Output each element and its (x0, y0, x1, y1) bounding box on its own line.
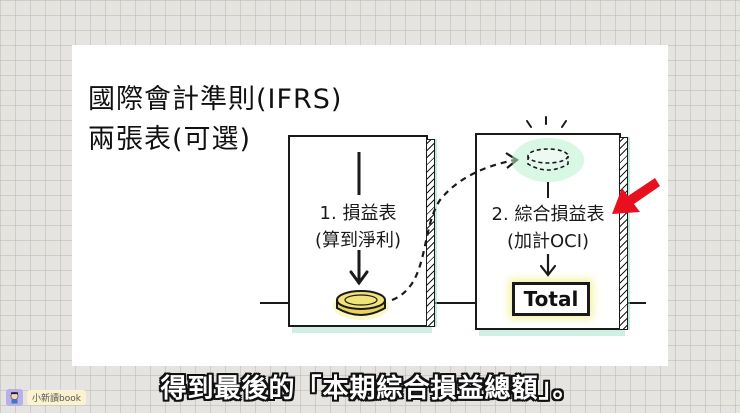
sheet1-title: 1. 損益表 (319, 203, 397, 224)
sheet1-subtitle: (算到淨利) (314, 230, 402, 251)
dashed-glowing-coin-icon (512, 138, 584, 182)
red-arrow-icon (612, 178, 660, 214)
avatar (6, 389, 23, 406)
sheet2-title: 2. 綜合損益表 (491, 204, 605, 225)
subtitle-caption: 得到最後的「本期綜合損益總額」。 (160, 374, 580, 404)
sheet-edge (427, 139, 435, 327)
channel-watermark: 小新讀book (6, 388, 86, 407)
down-arrow-icon (539, 254, 557, 277)
total-box: Total (512, 282, 590, 316)
title-line-2: 兩張表(可選) (88, 124, 252, 155)
down-arrow-icon (349, 250, 369, 286)
cartoon-face-icon (10, 392, 19, 404)
ground-line-middle (430, 302, 478, 304)
sheet2-subtitle: (加計OCI) (506, 231, 590, 252)
title-line-1: 國際會計準則(IFRS) (88, 84, 343, 115)
sparkle-icon (526, 116, 567, 128)
dashed-transfer-arrow-icon (391, 152, 519, 302)
gold-coin-icon (333, 290, 389, 320)
channel-name: 小新讀book (27, 390, 86, 405)
sheet-edge (620, 137, 628, 330)
ground-line-right (622, 302, 646, 304)
slide-title: 國際會計準則(IFRS) 兩張表(可選) (88, 80, 342, 160)
ground-line-left (260, 302, 288, 304)
